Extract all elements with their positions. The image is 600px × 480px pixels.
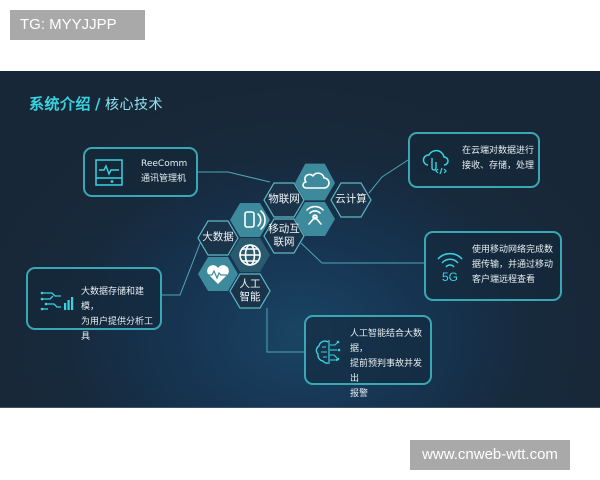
- svg-text:5G: 5G: [442, 270, 458, 282]
- card-reecomm-text: ReeComm 通讯管理机: [141, 159, 188, 184]
- watermark-bottom-right: www.cnweb-wtt.com: [410, 440, 570, 470]
- 5g-icon: 5G: [437, 252, 463, 282]
- ai-brain-icon: [315, 340, 341, 364]
- hex-label-iot: 物联网: [268, 193, 300, 205]
- connector-bigdata: [162, 240, 202, 296]
- globe-icon: [239, 244, 261, 266]
- title-main: 系统介绍: [29, 95, 92, 113]
- cloud-code-icon: [422, 149, 449, 174]
- connector-reecomm: [198, 171, 271, 183]
- title-separator: /: [95, 95, 101, 113]
- core-tech-panel: 系统介绍/核心技术: [0, 71, 600, 408]
- page-title: 系统介绍/核心技术: [29, 93, 163, 114]
- card-ai: 人工智能结合大数据， 提前预判事故并发出 报警: [304, 315, 432, 399]
- card-cloud: 在云端对数据进行 接收、存储，处理: [408, 132, 540, 188]
- connector-ai: [266, 308, 304, 353]
- card-ai-text: 人工智能结合大数据， 提前预判事故并发出 报警: [350, 329, 423, 399]
- data-circuit-icon: [40, 291, 74, 311]
- heartbeat-icon: [207, 265, 229, 284]
- card-bigdata-text: 大数据存储和建模， 为用户提供分析工具: [81, 287, 154, 342]
- card-bigdata: 大数据存储和建模， 为用户提供分析工具: [26, 267, 162, 342]
- card-mobile-text: 使用移动网络完成数 据传输，并通过移动 客户端远程查看: [472, 245, 554, 285]
- watermark-top-left: TG: MYYJJPP: [10, 10, 145, 40]
- connector-cloud: [368, 159, 409, 194]
- signal-tower-icon: [306, 205, 324, 225]
- hex-label-mobile-internet: 移动互 联网: [268, 223, 300, 248]
- card-reecomm: ReeComm 通讯管理机: [83, 147, 198, 197]
- card-mobile: 5G 使用移动网络完成数 据传输，并通过移动 客户端远程查看: [424, 231, 562, 301]
- hex-label-ai: 人工 智能: [239, 278, 261, 303]
- monitor-pulse-icon: [95, 159, 123, 186]
- mobile-phone-icon: [244, 210, 266, 230]
- connector-mobile: [300, 242, 424, 264]
- card-cloud-text: 在云端对数据进行 接收、存储，处理: [462, 146, 535, 171]
- hex-label-cloud-computing: 云计算: [335, 193, 367, 205]
- hex-label-big-data: 大数据: [202, 231, 234, 243]
- cloud-icon: [302, 172, 330, 189]
- hex-diagram: [162, 159, 424, 353]
- title-subtitle: 核心技术: [105, 97, 163, 113]
